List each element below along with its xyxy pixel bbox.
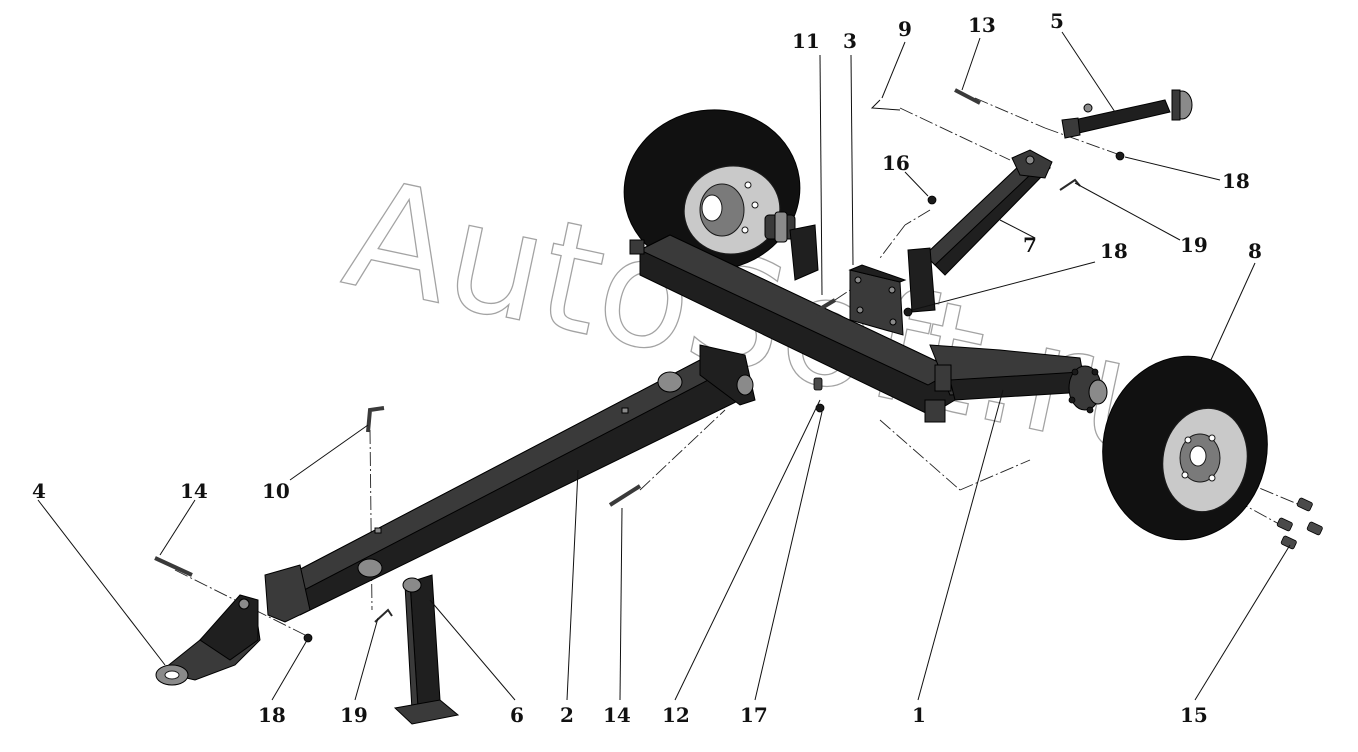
callout-17: 17	[740, 703, 768, 727]
brace-arm	[907, 149, 1053, 313]
callout-13: 13	[968, 13, 996, 37]
fasteners	[154, 88, 1125, 643]
callout-18-top: 18	[1222, 169, 1250, 193]
callout-9: 9	[898, 17, 912, 41]
callout-10: 10	[262, 479, 290, 503]
hitch-eye	[155, 594, 261, 686]
callout-15: 15	[1180, 703, 1208, 727]
callout-19-bottom: 19	[340, 703, 368, 727]
callout-6: 6	[510, 703, 524, 727]
callout-7: 7	[1023, 233, 1037, 257]
callout-12: 12	[662, 703, 690, 727]
callout-16: 16	[882, 151, 910, 175]
support-stand	[393, 574, 460, 725]
callout-11: 11	[792, 29, 820, 53]
callout-5: 5	[1050, 9, 1064, 33]
wheel-bolts	[1276, 497, 1323, 550]
wheel-right	[1102, 355, 1268, 541]
leader-lines	[37, 31, 1291, 701]
wheel-left	[623, 109, 801, 271]
axle-beam	[629, 224, 1108, 423]
callout-18-mid: 18	[1100, 239, 1128, 263]
callout-labels: 11 3 9 13 5 16 18 19 7 18 8 4 14 10 18 1…	[32, 9, 1262, 727]
callout-14-left: 14	[180, 479, 208, 503]
assembly-axis-lines	[174, 97, 1301, 636]
upper-link	[1061, 89, 1193, 139]
callout-3: 3	[843, 29, 857, 53]
drawbar	[264, 344, 756, 623]
clamp-plate	[848, 264, 907, 336]
callout-18-bottom: 18	[258, 703, 286, 727]
callout-1: 1	[912, 703, 926, 727]
callout-8: 8	[1248, 239, 1262, 263]
callout-14-bottom: 14	[603, 703, 631, 727]
callout-19-top: 19	[1180, 233, 1208, 257]
callout-4: 4	[32, 479, 46, 503]
callout-2: 2	[560, 703, 574, 727]
